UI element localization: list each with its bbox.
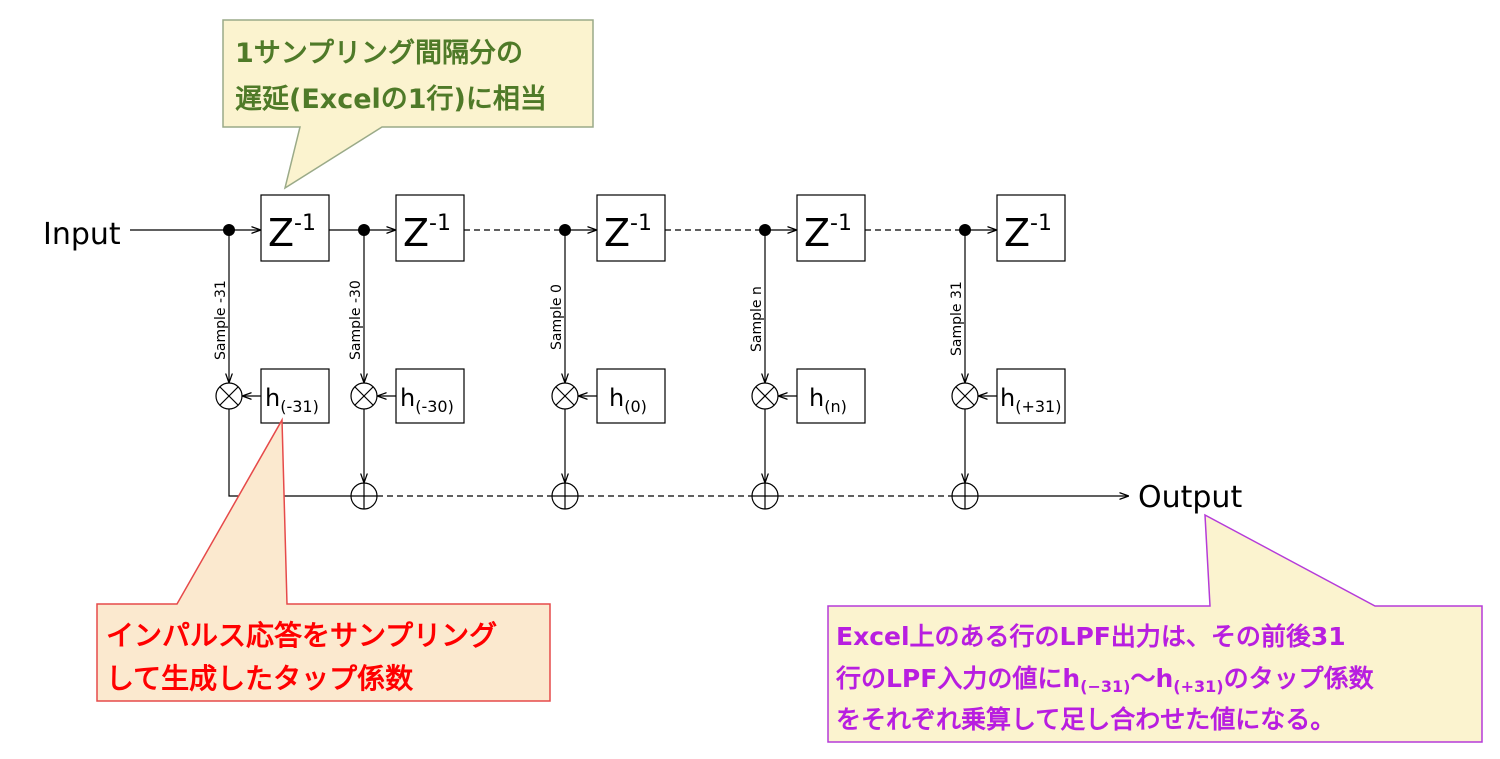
multiplier-node bbox=[551, 382, 579, 410]
tap-branch: Sample 31 h(+31) bbox=[949, 224, 1066, 510]
svg-text:h(-31): h(-31) bbox=[265, 384, 319, 416]
svg-text:h(+31): h(+31) bbox=[1000, 384, 1061, 416]
svg-text:Z-1: Z-1 bbox=[1004, 211, 1052, 255]
output-label: Output bbox=[1138, 480, 1242, 515]
sample-label: Sample n bbox=[749, 286, 765, 352]
coefficient-block: h(0) bbox=[596, 368, 666, 424]
multiplier-node bbox=[350, 382, 378, 410]
input-label: Input bbox=[43, 217, 121, 252]
sample-label: Sample 0 bbox=[549, 284, 565, 350]
output-callout-shape bbox=[827, 513, 1483, 743]
output-callout-line2: 行のLPF入力の値にh(−31)〜h(+31)のタップ係数 bbox=[835, 664, 1375, 696]
output-callout-line1: Excel上のある行のLPF出力は、その前後31 bbox=[836, 622, 1346, 651]
delay-block: Z-1 bbox=[596, 194, 666, 262]
delay-block: Z-1 bbox=[796, 194, 866, 262]
delay-callout-line1: 1サンプリング間隔分の bbox=[235, 37, 523, 69]
delay-callout: 1サンプリング間隔分の 遅延(Excelの1行)に相当 bbox=[222, 19, 594, 190]
sample-label: Sample 31 bbox=[949, 281, 965, 356]
svg-text:h(0): h(0) bbox=[609, 384, 647, 416]
delay-block: Z-1 bbox=[260, 194, 330, 262]
sample-label: Sample -31 bbox=[213, 280, 229, 360]
sample-label: Sample -30 bbox=[348, 280, 364, 360]
taps-callout-line1: インパルス応答をサンプリング bbox=[106, 619, 497, 652]
taps-callout-line2: して生成したタップ係数 bbox=[106, 662, 414, 695]
delay-block: Z-1 bbox=[395, 194, 465, 262]
taps-callout-shape bbox=[96, 417, 551, 702]
coefficient-block: h(-31) bbox=[260, 368, 330, 424]
coefficient-block: h(n) bbox=[796, 368, 866, 424]
delay-block: Z-1 bbox=[996, 194, 1066, 262]
svg-text:Z-1: Z-1 bbox=[804, 211, 852, 255]
coefficient-block: h(-30) bbox=[395, 368, 465, 424]
adder-node bbox=[350, 482, 378, 510]
svg-text:Z-1: Z-1 bbox=[403, 211, 451, 255]
tap-branch: Sample -30 h(-30) bbox=[348, 224, 465, 510]
adder-node bbox=[751, 482, 779, 510]
svg-text:h(-30): h(-30) bbox=[400, 384, 454, 416]
tap-branch: Sample -31 h(-31) bbox=[213, 224, 364, 497]
multiplier-node bbox=[951, 382, 979, 410]
multiplier-node bbox=[215, 382, 243, 410]
taps-callout: インパルス応答をサンプリング して生成したタップ係数 bbox=[96, 417, 551, 702]
output-callout: Excel上のある行のLPF出力は、その前後31 行のLPF入力の値にh(−31… bbox=[827, 513, 1483, 743]
multiplier-node bbox=[751, 382, 779, 410]
adder-node bbox=[951, 482, 979, 510]
tap-branch: Sample n h(n) bbox=[749, 224, 866, 510]
adder-node bbox=[551, 482, 579, 510]
tap-branch: Sample 0 h(0) bbox=[549, 224, 666, 510]
svg-text:Z-1: Z-1 bbox=[268, 211, 316, 255]
coefficient-block: h(+31) bbox=[996, 368, 1066, 424]
delay-callout-line2: 遅延(Excelの1行)に相当 bbox=[235, 83, 547, 115]
delay-callout-shape bbox=[222, 19, 594, 190]
svg-text:h(n): h(n) bbox=[809, 384, 847, 416]
output-callout-line3: をそれぞれ乗算して足し合わせた値になる。 bbox=[836, 705, 1335, 734]
svg-text:Z-1: Z-1 bbox=[604, 211, 652, 255]
